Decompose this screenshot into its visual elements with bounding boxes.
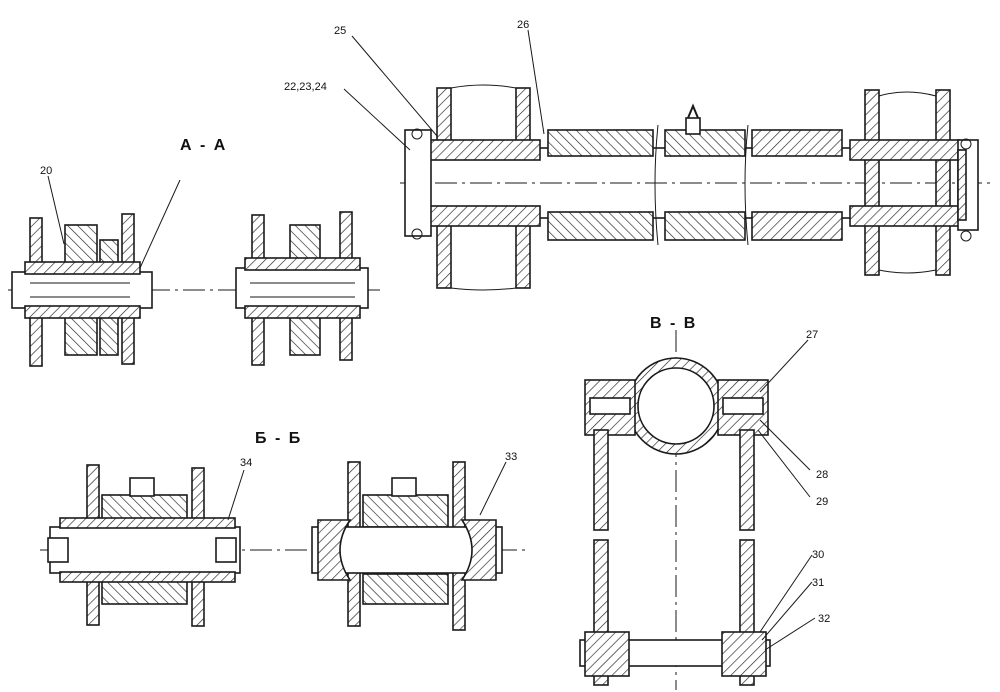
callout-29: 29	[816, 496, 828, 508]
callout-34: 34	[240, 457, 252, 469]
callout-28: 28	[816, 469, 828, 481]
view-label-b-b: Б - Б	[255, 430, 302, 447]
view-label-a-a: А - А	[180, 137, 227, 154]
callout-30: 30	[812, 549, 824, 561]
section-a-a	[8, 175, 380, 367]
callout-22-23-24: 22,23,24	[284, 81, 327, 93]
callout-20: 20	[40, 165, 52, 177]
section-b-b	[40, 461, 530, 631]
callout-25: 25	[334, 25, 346, 37]
section-a-d	[343, 29, 990, 291]
callout-33: 33	[505, 451, 517, 463]
callout-27: 27	[806, 329, 818, 341]
section-v-v	[579, 330, 816, 690]
callout-26: 26	[517, 19, 529, 31]
callout-31: 31	[812, 577, 824, 589]
view-label-v-v: В - В	[650, 315, 697, 332]
callout-32: 32	[818, 613, 830, 625]
